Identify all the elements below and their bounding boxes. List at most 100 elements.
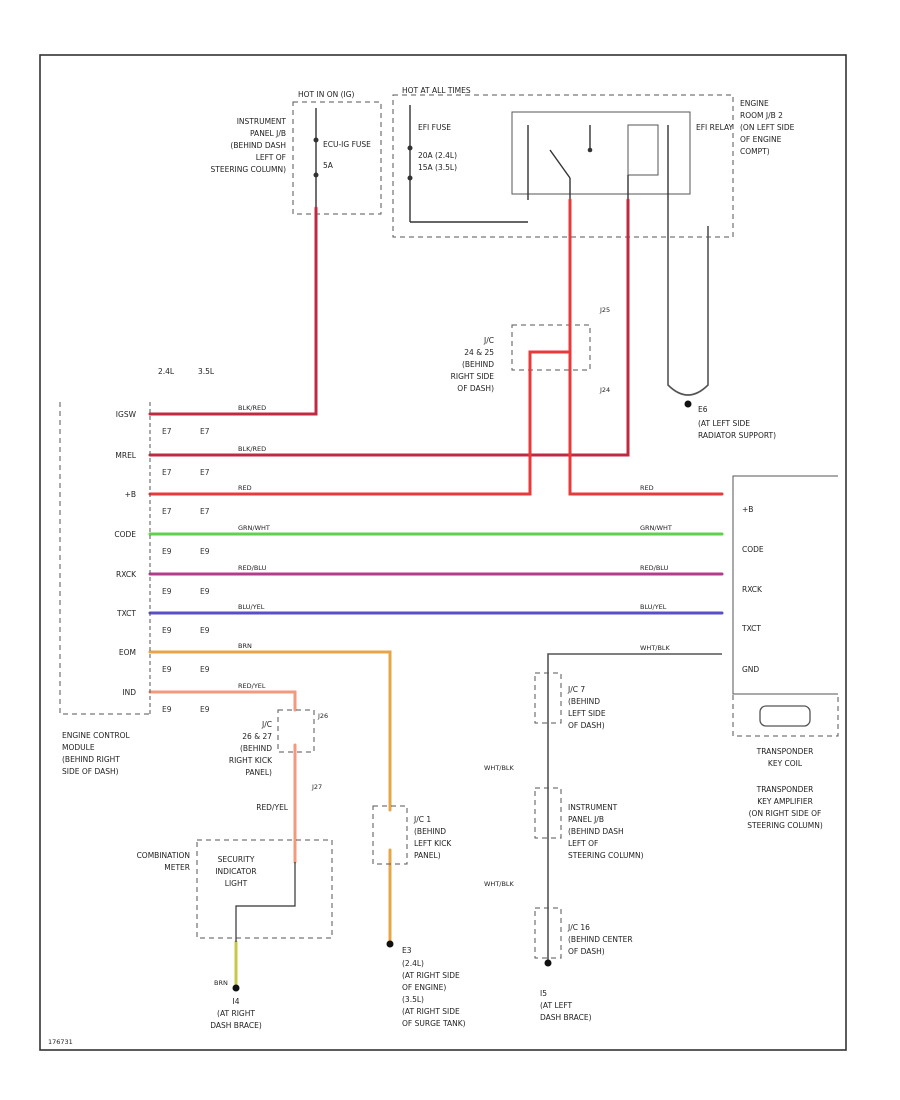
- ground-e6-desc-1: RADIATOR SUPPORT): [698, 431, 776, 440]
- ground-i4-id: I4: [233, 997, 240, 1006]
- ecu-ig-fuse-block: HOT IN ON (IG) ECU-IG FUSE 5A INSTRUMENT…: [211, 90, 382, 215]
- wire-relay-e6: [667, 200, 709, 396]
- wire-color-6: BRN: [238, 642, 252, 650]
- ecm-num-b-3: E9: [200, 547, 210, 556]
- jc2-desc-2: PANEL): [245, 768, 272, 777]
- transponder-pin-2: RXCK: [742, 585, 763, 594]
- jc16-box: [534, 907, 562, 959]
- jc3-desc-0: (BEHIND: [414, 827, 446, 836]
- jc3-desc-1: LEFT KICK: [414, 839, 452, 848]
- engine-room-jb-3: OF ENGINE: [740, 135, 782, 144]
- efi-relay-label: EFI RELAY: [696, 123, 733, 132]
- ground-e6-desc-0: (AT LEFT SIDE: [698, 419, 750, 428]
- diagram-border: [39, 54, 847, 1051]
- tr-wire-color-0: RED: [640, 484, 654, 492]
- ground-e3: E3 (2.4L) (AT RIGHT SIDE OF ENGINE) (3.5…: [386, 940, 466, 1028]
- ip-jb-desc-2: (BEHIND DASH: [230, 141, 286, 150]
- transponder-coil-0: TRANSPONDER: [756, 747, 814, 756]
- ecm-num-b-2: E7: [200, 507, 210, 516]
- brn-label: BRN: [214, 979, 228, 987]
- combination-meter-1: METER: [164, 863, 190, 872]
- hot-label: HOT IN ON (IG): [298, 90, 355, 99]
- jc2-sub: 26 & 27: [242, 732, 272, 741]
- transponder-amp-2: (ON RIGHT SIDE OF: [749, 809, 822, 818]
- ip-jb-desc-1: PANEL J/B: [250, 129, 286, 138]
- wire-color-5: BLU/YEL: [238, 603, 265, 611]
- junction-connector-26-27: J/C 26 & 27 (BEHIND RIGHT KICK PANEL) J2…: [229, 712, 328, 812]
- security-light-1: INDICATOR: [215, 867, 256, 876]
- ecm-num-a-6: E9: [162, 665, 172, 674]
- ground-e3-desc-0: (2.4L): [402, 959, 424, 968]
- wire-plus-b-ecm: [148, 350, 572, 496]
- jc-name: J/C: [483, 336, 494, 345]
- gnd-junctions: J/C 7 (BEHIND LEFT SIDE OF DASH) WHT/BLK…: [484, 685, 644, 956]
- ecm-num-b-7: E9: [200, 705, 210, 714]
- transponder-amp-3: STEERING COLUMN): [747, 821, 823, 830]
- ecm-pin-2: +B: [125, 490, 136, 499]
- jc7-box: [534, 672, 562, 724]
- jc2-name: J/C: [261, 720, 272, 729]
- ecm-num-b-5: E9: [200, 626, 210, 635]
- security-light-0: SECURITY: [218, 855, 255, 864]
- tr-wire-color-3: BLU/YEL: [640, 603, 667, 611]
- ground-e3-desc-3: (3.5L): [402, 995, 424, 1004]
- ip-jb2-box: [534, 787, 562, 839]
- ecm-pin-0: IGSW: [116, 410, 137, 419]
- ecm-num-a-0: E7: [162, 427, 172, 436]
- ecm-pin-7: IND: [122, 688, 136, 697]
- efi-relay-block: HOT AT ALL TIMES EFI FUSE 20A (2.4L) 15A…: [392, 86, 795, 238]
- ip-jb-desc-0: INSTRUMENT: [237, 117, 287, 126]
- ip-jb2-1: PANEL J/B: [568, 815, 604, 824]
- jc-side-2: J24: [599, 386, 610, 394]
- ecm-desc-1: MODULE: [62, 743, 95, 752]
- ground-e3-desc-5: OF SURGE TANK): [402, 1019, 466, 1028]
- conn-label-35: 3.5L: [198, 367, 215, 376]
- transponder-pin-3: TXCT: [741, 624, 761, 633]
- conn-label-24: 2.4L: [158, 367, 175, 376]
- jc2-desc-0: (BEHIND: [240, 744, 272, 753]
- ground-e6: E6 (AT LEFT SIDE RADIATOR SUPPORT): [684, 400, 776, 440]
- wire-color-7: RED/YEL: [238, 682, 266, 690]
- efi-fuse-rating-1: 20A (2.4L): [418, 151, 457, 160]
- wire-plus-b-tr: [568, 198, 724, 496]
- ecu-fuse-rating: 5A: [323, 161, 334, 170]
- ecm-num-a-3: E9: [162, 547, 172, 556]
- jc4-desc-0: (BEHIND: [568, 697, 600, 706]
- transponder-amp-1: KEY AMPLIFIER: [757, 797, 813, 806]
- ip-jb-desc-3: LEFT OF: [256, 153, 286, 162]
- ecm-num-b-6: E9: [200, 665, 210, 674]
- hot-all-label: HOT AT ALL TIMES: [402, 86, 471, 95]
- ecm-num-a-7: E9: [162, 705, 172, 714]
- ecm-pin-1: MREL: [115, 451, 136, 460]
- ground-e3-id: E3: [402, 946, 412, 955]
- ground-i5-desc-0: (AT LEFT: [540, 1001, 573, 1010]
- wire-igsw: [148, 206, 318, 416]
- engine-room-jb-4: COMPT): [740, 147, 770, 156]
- wht-blk-label-1: WHT/BLK: [484, 764, 515, 772]
- wires: [148, 198, 724, 990]
- wire-color-4: RED/BLU: [238, 564, 267, 572]
- jc3-name: J/C 1: [413, 815, 431, 824]
- wire-color-0: BLK/RED: [238, 404, 266, 412]
- ground-i4-desc-1: DASH BRACE): [210, 1021, 262, 1030]
- jc4-desc-2: OF DASH): [568, 721, 605, 730]
- ecm-num-b-0: E7: [200, 427, 210, 436]
- tr-wire-color-2: RED/BLU: [640, 564, 669, 572]
- transponder-pin-4: GND: [742, 665, 759, 674]
- security-light-2: LIGHT: [225, 879, 248, 888]
- ecm-num-a-1: E7: [162, 468, 172, 477]
- jc-side-1: J25: [599, 306, 610, 314]
- jc-desc-0: (BEHIND: [462, 360, 494, 369]
- ecm-num-a-2: E7: [162, 507, 172, 516]
- ecm-num-a-4: E9: [162, 587, 172, 596]
- transponder-pin-1: CODE: [742, 545, 764, 554]
- jc2-side-1: J26: [317, 712, 328, 720]
- ecu-fuse-name: ECU-IG FUSE: [323, 140, 371, 149]
- jc3-desc-2: PANEL): [414, 851, 441, 860]
- engine-room-jb-0: ENGINE: [740, 99, 769, 108]
- wire-mrel: [148, 198, 630, 457]
- engine-room-jb-1: ROOM J/B 2: [740, 111, 783, 120]
- wire-color-3: GRN/WHT: [238, 524, 270, 532]
- combination-meter: COMBINATION METER SECURITY INDICATOR LIG…: [137, 839, 333, 942]
